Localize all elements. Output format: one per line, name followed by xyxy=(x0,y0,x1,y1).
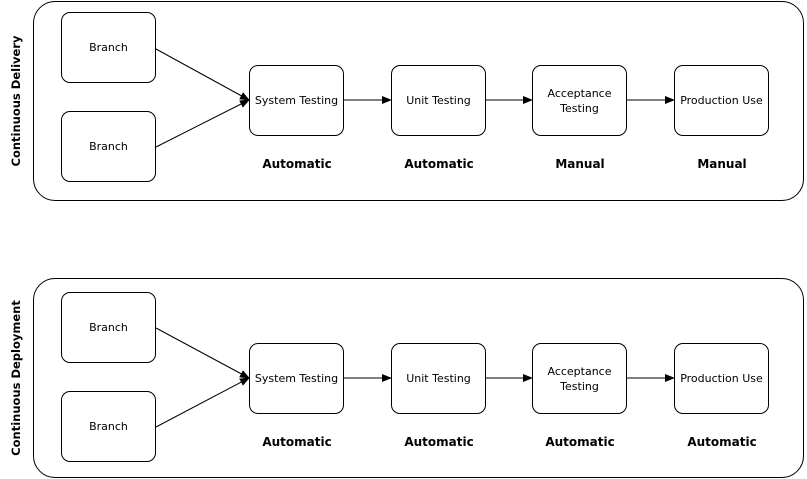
stage-unit-testing: Unit Testing xyxy=(391,343,486,414)
branch-box: Branch xyxy=(61,12,156,83)
stage-system-testing: System Testing xyxy=(249,343,344,414)
stage-mode: Automatic xyxy=(262,435,332,449)
stage-mode: Automatic xyxy=(687,435,757,449)
stage-mode: Manual xyxy=(555,157,605,171)
branch-box: Branch xyxy=(61,292,156,363)
stage-unit-testing: Unit Testing xyxy=(391,65,486,136)
stage-mode: Automatic xyxy=(262,157,332,171)
arrow-branch-to-system-testing xyxy=(155,327,250,379)
arrow-branch-to-system-testing xyxy=(155,377,250,428)
stage-mode: Automatic xyxy=(404,435,474,449)
branch-box: Branch xyxy=(61,111,156,182)
arrow-branch-to-system-testing xyxy=(155,48,250,101)
branch-box: Branch xyxy=(61,391,156,462)
stage-acceptance-testing: Acceptance Testing xyxy=(532,343,627,414)
stage-production-use: Production Use xyxy=(674,343,769,414)
stage-mode: Automatic xyxy=(404,157,474,171)
stage-system-testing: System Testing xyxy=(249,65,344,136)
stage-mode: Automatic xyxy=(545,435,615,449)
stage-mode: Manual xyxy=(697,157,747,171)
arrow-branch-to-system-testing xyxy=(155,99,250,148)
stage-production-use: Production Use xyxy=(674,65,769,136)
stage-acceptance-testing: Acceptance Testing xyxy=(532,65,627,136)
